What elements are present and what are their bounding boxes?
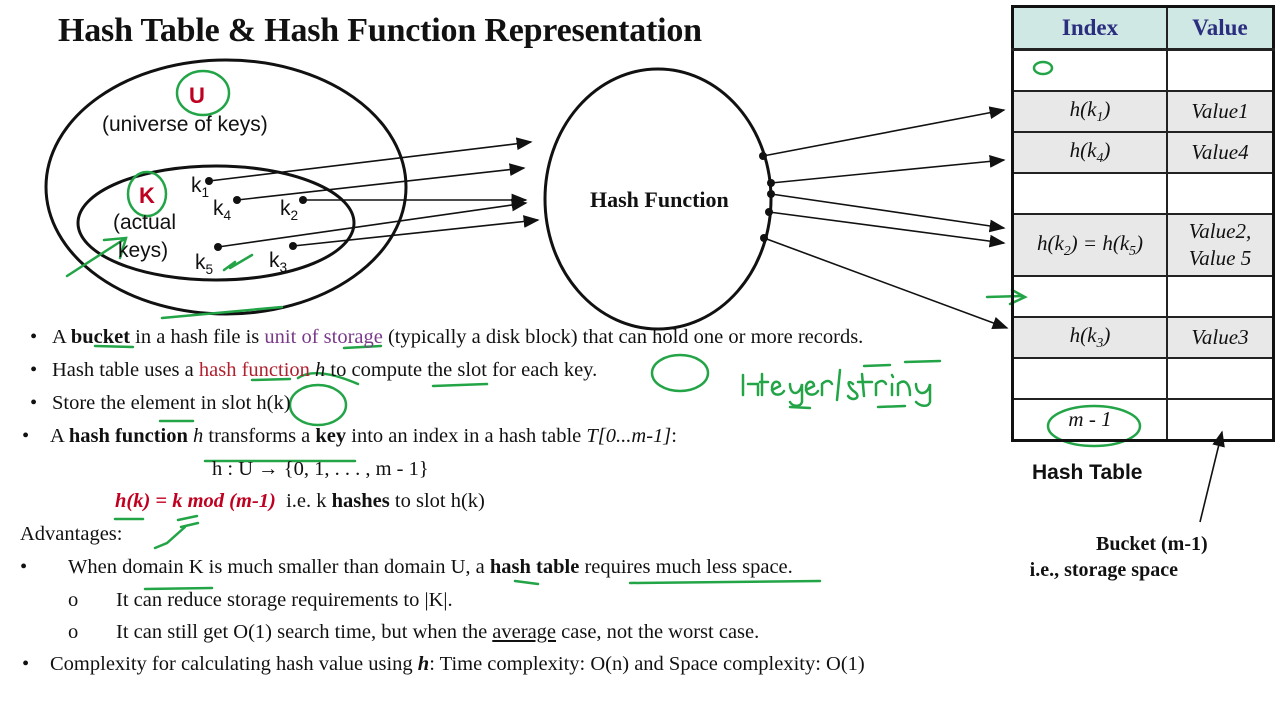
table-row: m - 1: [1011, 398, 1275, 442]
key-label-k4: k4: [213, 197, 232, 224]
table-row: [1011, 48, 1275, 92]
formula-line: h(k) = k mod (m-1) i.e. k hashes to slot…: [115, 490, 485, 512]
value-cell: Value3: [1166, 316, 1275, 359]
value-cell-collision: Value2,Value 5: [1166, 213, 1275, 277]
key-label-k2: k2: [280, 197, 299, 224]
bucket-pointer-line: [1199, 430, 1225, 523]
arrow-k3: [292, 215, 540, 247]
table-row: h(k4) Value4: [1011, 131, 1275, 174]
actual-keys-ellipse: [76, 164, 356, 282]
hash-table: Index Value h(k1) Value1 h(k4) Value4 h(…: [1011, 5, 1275, 442]
advantages-label: Advantages:: [20, 523, 123, 545]
value-header: Value: [1166, 5, 1275, 51]
hash-table-caption: Hash Table: [1032, 461, 1143, 484]
slide-title: Hash Table & Hash Function Representatio…: [58, 12, 702, 49]
table-row: h(k1) Value1: [1011, 90, 1275, 133]
table-row: [1011, 357, 1275, 400]
value-cell: Value4: [1166, 131, 1275, 174]
bullet-store-element: •Store the element in slot h(k): [30, 392, 291, 414]
arrow-out-k3: [763, 237, 1009, 330]
index-cell-last: m - 1: [1011, 398, 1168, 442]
bullet-bucket: •A bucket in a hash file is unit of stor…: [30, 326, 864, 348]
index-cell-collision: h(k2) = h(k5): [1011, 213, 1168, 277]
universe-label: (universe of keys): [102, 113, 268, 136]
advantage-1: •When domain K is much smaller than doma…: [20, 556, 793, 578]
universe-letter: U: [189, 83, 205, 108]
hash-function-circle: [543, 67, 773, 331]
arrow-k1: [208, 137, 533, 182]
actual-keys-label-2: keys): [118, 239, 169, 262]
table-row: h(k3) Value3: [1011, 316, 1275, 359]
bullet-hash-table-uses: •Hash table uses a hash function h to co…: [30, 359, 598, 381]
table-row: [1011, 172, 1275, 215]
key-label-k5: k5: [195, 251, 214, 278]
hash-table-header: Index Value: [1011, 5, 1275, 51]
arrow-out-k1: [762, 106, 1006, 157]
arrow-out-k2: [770, 193, 1006, 233]
bullet-complexity: •Complexity for calculating hash value u…: [22, 653, 865, 675]
index-cell: h(k1): [1011, 90, 1168, 133]
arrow-k5: [217, 198, 528, 248]
mapping-line: h : U → {0, 1, . . . , m - 1}: [212, 458, 429, 480]
actual-keys-label-1: (actual: [113, 211, 177, 234]
index-cell: h(k4): [1011, 131, 1168, 174]
key-label-k1: k1: [191, 174, 210, 201]
value-cell: Value1: [1166, 90, 1275, 133]
bucket-cell-last: [1166, 398, 1275, 442]
arrow-out-k4: [770, 155, 1006, 184]
table-row: h(k2) = h(k5) Value2,Value 5: [1011, 213, 1275, 277]
universe-ellipse: [44, 58, 408, 316]
index-header: Index: [1011, 5, 1168, 51]
index-cell: h(k3): [1011, 316, 1168, 359]
hash-function-label: Hash Function: [590, 187, 729, 212]
arrow-k4: [236, 163, 526, 201]
key-label-k3: k3: [269, 249, 288, 276]
table-row: [1011, 275, 1275, 318]
bullet-hash-function-def: •A hash function h transforms a key into…: [22, 425, 677, 447]
bucket-label: Bucket (m-1)i.e., storage space: [1029, 533, 1208, 581]
actual-keys-letter: K: [139, 183, 155, 208]
arrow-out-k5: [768, 211, 1006, 248]
